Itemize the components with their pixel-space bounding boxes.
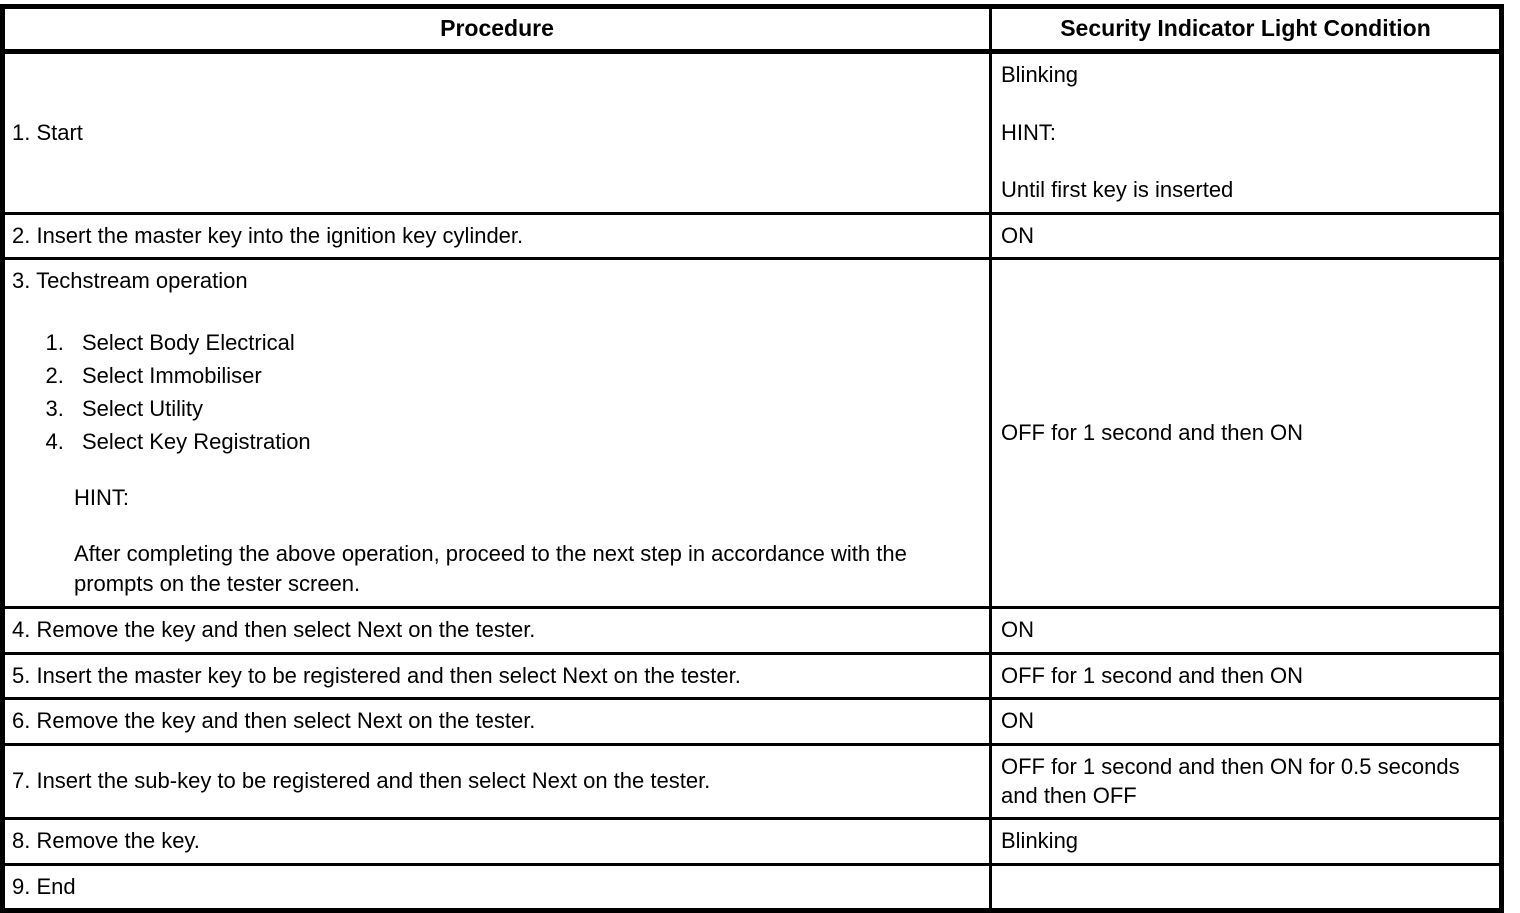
cell-condition-6: ON	[990, 698, 1502, 747]
list-item: Select Key Registration	[70, 425, 983, 458]
table-row: 2. Insert the master key into the igniti…	[2, 213, 1502, 261]
hint-text: After completing the above operation, pr…	[74, 540, 907, 596]
step-title-techstream-operation: 3. Techstream operation	[12, 268, 248, 294]
cell-condition-8: Blinking	[990, 818, 1502, 866]
cell-procedure-1: 1. Start	[2, 51, 992, 215]
cell-condition-9	[991, 864, 1502, 911]
table-body: 1. Start Blinking HINT: Until first key …	[2, 51, 1502, 911]
list-item: Select Utility	[70, 392, 983, 425]
condition-hint-label: HINT:	[1001, 119, 1056, 145]
list-item: Select Body Electrical	[70, 326, 983, 359]
cell-procedure-8: 8. Remove the key.	[2, 818, 992, 866]
list-item: Select Immobiliser	[70, 359, 983, 392]
condition-lines-group: Blinking HINT: Until first key is insert…	[1001, 61, 1493, 205]
cell-condition-1: Blinking HINT: Until first key is insert…	[990, 51, 1502, 215]
cell-procedure-4: 4. Remove the key and then select Next o…	[2, 607, 992, 655]
condition-hint-text: Until first key is inserted	[1001, 177, 1234, 203]
cell-procedure-2: 2. Insert the master key into the igniti…	[2, 213, 992, 261]
table-row: 6. Remove the key and then select Next o…	[2, 698, 1502, 747]
cell-procedure-3: 3. Techstream operation Select Body Elec…	[2, 258, 992, 610]
table-header: Procedure Security Indicator Light Condi…	[2, 6, 1502, 54]
cell-procedure-5: 5. Insert the master key to be registere…	[2, 653, 992, 701]
cell-procedure-6: 6. Remove the key and then select Next o…	[2, 698, 992, 747]
techstream-substep-list: Select Body Electrical Select Immobilise…	[12, 326, 983, 458]
column-header-security-indicator-light-condition: Security Indicator Light Condition	[990, 6, 1502, 54]
key-registration-procedure-table: Procedure Security Indicator Light Condi…	[0, 4, 1504, 913]
cell-condition-7: OFF for 1 second and then ON for 0.5 sec…	[990, 744, 1502, 821]
table-row: 3. Techstream operation Select Body Elec…	[2, 258, 1502, 610]
table-row: 5. Insert the master key to be registere…	[2, 653, 1502, 701]
table-row: 9. End	[2, 864, 1502, 911]
cell-procedure-9: 9. End	[2, 864, 992, 911]
table-row: 4. Remove the key and then select Next o…	[2, 607, 1502, 655]
cell-procedure-7: 7. Insert the sub-key to be registered a…	[2, 744, 992, 821]
column-header-procedure: Procedure	[2, 6, 992, 54]
condition-line: Blinking	[1001, 62, 1079, 87]
hint-block: HINT: After completing the above operati…	[12, 484, 983, 599]
cell-condition-3: OFF for 1 second and then ON	[990, 258, 1502, 610]
cell-condition-5: OFF for 1 second and then ON	[990, 653, 1502, 701]
table-row: 8. Remove the key. Blinking	[2, 818, 1502, 866]
hint-label: HINT:	[74, 484, 129, 510]
table-row: 1. Start Blinking HINT: Until first key …	[2, 51, 1502, 215]
header-row: Procedure Security Indicator Light Condi…	[2, 6, 1502, 54]
document-page: Procedure Security Indicator Light Condi…	[0, 0, 1520, 870]
cell-condition-4: ON	[990, 607, 1502, 655]
table-row: 7. Insert the sub-key to be registered a…	[2, 744, 1502, 821]
condition-text: OFF for 1 second and then ON for 0.5 sec…	[1001, 754, 1460, 808]
cell-condition-2: ON	[990, 213, 1502, 261]
